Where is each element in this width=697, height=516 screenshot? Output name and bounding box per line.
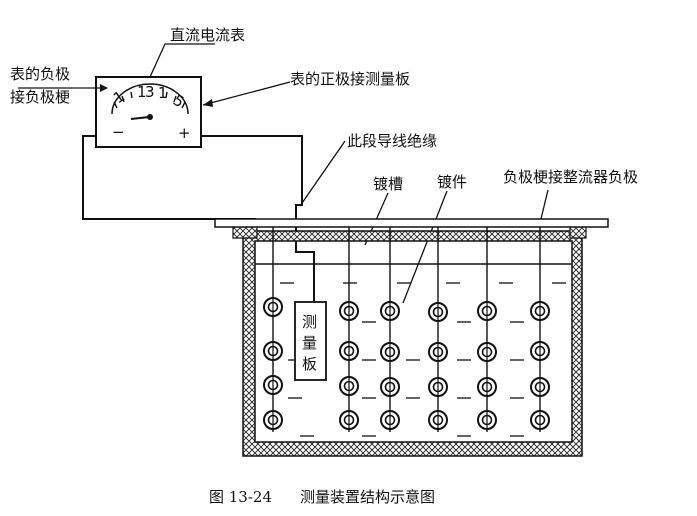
measuring-plate-lead: [295, 236, 315, 302]
ammeter-label: 直流电流表: [170, 26, 245, 44]
tank-flange-right: [569, 225, 587, 239]
cathode-rail-label: 负极梗接整流器负极: [503, 168, 638, 186]
measuring-plate-label: 量: [302, 334, 317, 352]
ammeter-ticks: [113, 91, 186, 109]
ammeter: 1 1 3 1 5 − +: [95, 76, 202, 148]
ammeter-tick-label: 3: [145, 83, 155, 101]
tank-flange-left: [232, 225, 258, 239]
negative-terminal-label: 表的负极: [10, 65, 70, 83]
cathode-rail: [214, 218, 609, 228]
ammeter-tick-label: 1: [158, 84, 168, 102]
ammeter-pivot: [147, 114, 153, 120]
part-label: 镀件: [437, 173, 467, 191]
arrowheads: [100, 84, 213, 107]
ammeter-tick-label: 1: [137, 83, 147, 101]
insulated-wire-label: 此段导线绝缘: [347, 132, 437, 150]
positive-wire: [201, 135, 303, 236]
measuring-plate-label: 板: [302, 355, 317, 373]
ammeter-minus: −: [112, 123, 125, 141]
figure-title: 测量装置结构示意图: [300, 488, 435, 506]
ammeter-needle: [130, 116, 150, 120]
plating-tank: [232, 225, 587, 457]
plated-parts: [263, 227, 566, 437]
ammeter-plus: +: [178, 124, 191, 142]
tank-label: 镀槽: [373, 175, 403, 193]
measuring-plate-label: 测: [302, 313, 317, 331]
ammeter-body: [95, 76, 202, 148]
positive-terminal-label: 表的正极接测量板: [290, 70, 410, 88]
ammeter-scale-arc: [111, 83, 189, 115]
negative-terminal-label-line2: 接负极梗: [10, 88, 70, 106]
figure-number: 图 13-24: [209, 488, 272, 506]
measuring-plate: [294, 301, 327, 381]
leader-lines: [18, 43, 549, 304]
